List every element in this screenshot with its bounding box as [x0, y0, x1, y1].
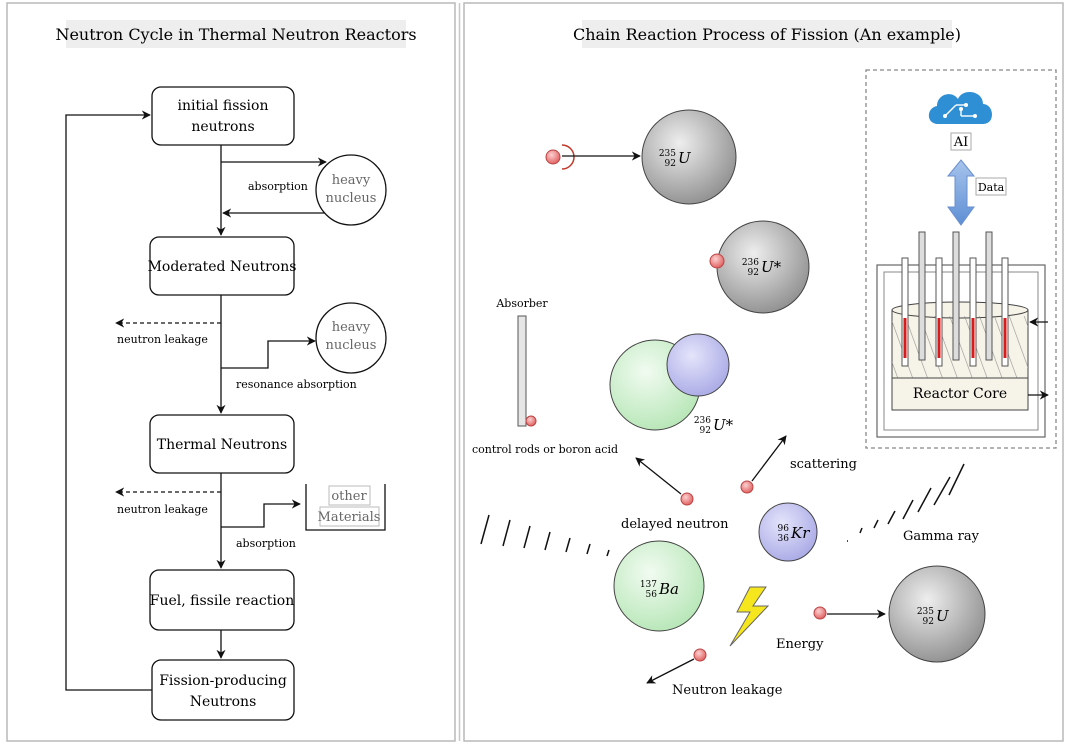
u235-bottom-atomic: 92 [923, 617, 934, 627]
u235-bottom-symbol: U [936, 607, 950, 625]
label-gamma-ray: Gamma ray [903, 529, 980, 544]
box-thermal-label: Thermal Neutrons [157, 437, 287, 453]
data-label-box [975, 177, 1007, 196]
absorbed-neutron [525, 415, 537, 427]
label-absorption-2: absorption [236, 537, 296, 550]
ai-cloud-icon [928, 91, 993, 124]
box-fission-producing-neutrons [151, 659, 295, 721]
ba-atomic: 56 [646, 590, 658, 600]
left-title-box [66, 20, 406, 48]
box-fuel-label: Fuel, fissile reaction [150, 593, 295, 609]
label-delayed-neutron: delayed neutron [621, 517, 729, 532]
ai-label: AI [953, 135, 969, 150]
nucleus-u235-bottom [888, 565, 986, 663]
right-title-box [582, 20, 952, 48]
absorber-rod [517, 315, 527, 427]
materials-label-box [319, 506, 380, 527]
box-thermal-neutrons [149, 414, 295, 474]
reactor-core-label: Reactor Core [913, 386, 1007, 402]
label-control-rods: control rods or boron acid [472, 443, 618, 456]
u236-2-mass: 236 [694, 416, 711, 426]
label-energy: Energy [776, 637, 824, 652]
ba-mass: 137 [640, 580, 657, 590]
heavy-nucleus-2-label-1: heavy [332, 320, 371, 335]
ba-symbol: Ba [658, 580, 679, 598]
left-title: Neutron Cycle in Thermal Neutron Reactor… [55, 25, 416, 44]
heavy-nucleus-1 [315, 154, 387, 226]
u236-symbol: U* [761, 258, 782, 276]
u235-top-mass: 235 [659, 149, 676, 159]
neutron-capture-arc [561, 144, 575, 170]
other-materials-label-2: Materials [318, 510, 381, 525]
heavy-nucleus-1-label-2: nucleus [326, 191, 377, 206]
kr-atomic: 36 [778, 534, 790, 544]
kr-symbol: Kr [790, 524, 810, 542]
feedback-loop-arrow [65, 110, 152, 691]
u236-2-atomic: 92 [700, 426, 711, 436]
u235-top-atomic: 92 [665, 159, 676, 169]
box-initial-label-1: initial fission [178, 98, 269, 114]
u235-top-symbol: U [678, 149, 692, 167]
kr-mass: 96 [778, 524, 790, 534]
heavy-nucleus-2 [315, 302, 387, 374]
neutron-to-u235-bottom [813, 606, 827, 620]
other-label-box [328, 485, 371, 506]
neutron-on-u236 [709, 253, 725, 269]
box-fission-label-2: Neutrons [190, 694, 257, 710]
box-moderated-label: Moderated Neutrons [148, 259, 297, 275]
energy-bolt-icon [729, 586, 770, 647]
gamma-ray-marks-right [859, 463, 965, 534]
box-fuel-fissile-reaction [149, 569, 295, 631]
reactor-outer-vessel [876, 264, 1046, 438]
splitting-fragment-purple [666, 333, 730, 397]
leakage-neutron [693, 648, 707, 662]
label-scattering: scattering [790, 457, 857, 472]
box-initial-fission-neutrons [151, 86, 295, 146]
nucleus-u235-top [641, 109, 737, 205]
arrow-scattering [751, 435, 787, 482]
u236-mass: 236 [742, 258, 759, 268]
label-absorption-1: absorption [248, 180, 308, 193]
other-materials-container [305, 484, 386, 531]
reactor-inner-vessel [883, 271, 1039, 431]
gamma-ray-marks-left [480, 514, 610, 557]
reactor-control-rod-marks [903, 318, 1007, 358]
heavy-nucleus-2-label-2: nucleus [326, 338, 377, 353]
u236-2-symbol: U* [713, 416, 734, 434]
ai-label-box [950, 132, 972, 151]
u235-bottom-mass: 235 [917, 607, 934, 617]
label-resonance-absorption: resonance absorption [236, 378, 357, 391]
scattering-neutron [740, 480, 754, 494]
arrow-neutron-leakage [646, 658, 695, 684]
incoming-neutron [545, 149, 561, 165]
box-moderated-neutrons [149, 236, 295, 296]
heavy-nucleus-1-label-1: heavy [332, 173, 371, 188]
label-neutron-leakage-2: neutron leakage [117, 503, 208, 516]
arrow-delayed-neutron [635, 457, 682, 495]
data-double-arrow-icon [946, 159, 976, 226]
data-label: Data [978, 181, 1005, 194]
u236-atomic: 92 [748, 268, 759, 278]
arrow-to-heavy-nucleus-2 [221, 336, 316, 369]
other-materials-label-1: other [331, 489, 367, 504]
right-title: Chain Reaction Process of Fission (An ex… [573, 25, 961, 44]
nucleus-kr [758, 502, 818, 562]
box-fission-label-1: Fission-producing [159, 673, 287, 689]
delayed-neutron [680, 492, 694, 506]
reactor-rods [901, 231, 1009, 367]
box-initial-label-2: neutrons [191, 119, 254, 135]
label-absorber: Absorber [495, 297, 548, 310]
arrow-to-other-materials [221, 499, 301, 528]
label-neutron-leakage: Neutron leakage [672, 683, 783, 698]
label-neutron-leakage-1: neutron leakage [117, 333, 208, 346]
nucleus-ba [613, 540, 705, 632]
